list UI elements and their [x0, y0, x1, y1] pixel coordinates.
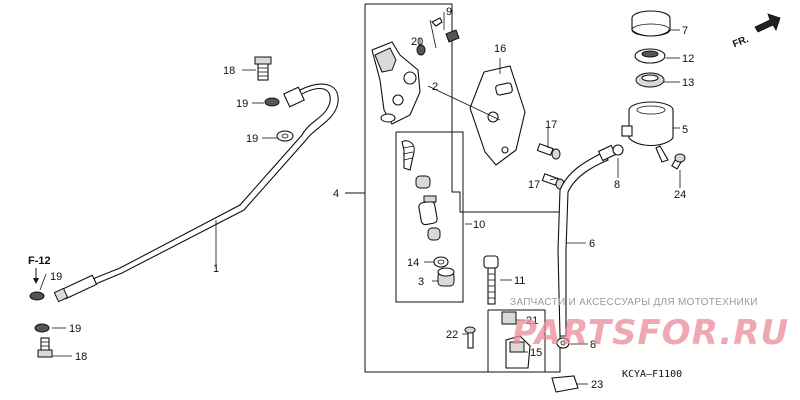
label-part-2: 2 — [432, 81, 438, 93]
label-part-23: 23 — [591, 379, 603, 391]
clip-8-bottom — [556, 337, 570, 349]
reservoir-hose-part-6 — [557, 144, 617, 337]
label-part-8-top: 8 — [614, 179, 620, 191]
label-part-3: 3 — [418, 276, 424, 288]
label-part-14: 14 — [407, 257, 419, 269]
push-rod-part-11 — [483, 255, 499, 305]
washer-20 — [416, 44, 426, 56]
plate-part-12 — [634, 48, 666, 64]
leader-lines — [39, 12, 681, 385]
label-part-24: 24 — [674, 189, 686, 201]
connector-part-23 — [551, 375, 579, 393]
front-direction-arrow — [754, 13, 781, 33]
diaphragm-part-13 — [635, 72, 665, 88]
clip-8-top — [612, 144, 624, 156]
bolt-18-top — [254, 56, 272, 81]
label-part-9: 9 — [446, 6, 452, 18]
reservoir-part-5 — [621, 101, 674, 163]
washer-19-top-b — [276, 130, 294, 142]
direction-label: FR. — [731, 34, 750, 50]
label-part-13: 13 — [682, 77, 694, 89]
section-ref-arrow — [33, 268, 39, 284]
reservoir-cap-part-7 — [631, 10, 671, 37]
label-part-1: 1 — [213, 263, 219, 275]
washer-19-bottom-b — [34, 323, 50, 333]
label-part-12: 12 — [682, 53, 694, 65]
washer-19-bottom-a — [29, 291, 45, 301]
label-part-5: 5 — [682, 124, 688, 136]
label-part-20: 20 — [411, 36, 423, 48]
diagram-ref-code: KCYA–F1100 — [622, 369, 682, 380]
part-number-labels: 1 2 3 4 5 6 7 8 8 9 10 11 12 13 14 15 16… — [50, 6, 694, 391]
pin-22 — [464, 326, 476, 349]
label-part-19-b: 19 — [246, 133, 258, 145]
label-part-6: 6 — [589, 238, 595, 250]
brake-hose-part-1 — [53, 83, 339, 303]
label-part-11: 11 — [514, 275, 525, 287]
bolt-18-bottom — [37, 337, 53, 358]
o-ring-14 — [433, 256, 449, 268]
master-cylinder-part-2 — [371, 17, 443, 125]
label-part-19-a: 19 — [236, 98, 248, 110]
section-ref-label: F-12 — [28, 255, 51, 267]
bolt-17-a — [536, 143, 561, 160]
label-part-21: 21 — [526, 315, 538, 327]
clip-9 — [445, 29, 460, 43]
label-part-19-d: 19 — [69, 323, 81, 335]
label-part-17-b: 17 — [528, 179, 540, 191]
watermark-logo: PARTSFOR.RU — [512, 313, 789, 353]
label-part-4: 4 — [333, 188, 339, 200]
label-part-18-top: 18 — [223, 65, 235, 77]
label-part-10: 10 — [473, 219, 485, 231]
watermark-tagline: ЗАПЧАСТИ И АКСЕССУАРЫ ДЛЯ МОТОТЕХНИКИ — [510, 297, 758, 308]
label-part-15: 15 — [530, 347, 542, 359]
nut-21 — [501, 311, 517, 325]
washer-19-top-a — [264, 97, 280, 107]
piston-kit-part-10 — [401, 140, 441, 241]
label-part-22: 22 — [446, 329, 458, 341]
label-part-16: 16 — [494, 43, 506, 55]
label-part-7: 7 — [682, 25, 688, 37]
label-part-18-bottom: 18 — [75, 351, 87, 363]
label-part-19-c: 19 — [50, 271, 62, 283]
screw-24 — [671, 153, 686, 170]
label-part-17-a: 17 — [545, 119, 557, 131]
group-bracket-lines — [345, 3, 561, 373]
label-part-8-bottom: 8 — [590, 339, 596, 351]
bracket-plate-part-16 — [469, 65, 526, 166]
joint-part-15 — [505, 335, 531, 369]
bolt-17-b — [541, 173, 565, 190]
boot-part-3 — [437, 267, 455, 287]
